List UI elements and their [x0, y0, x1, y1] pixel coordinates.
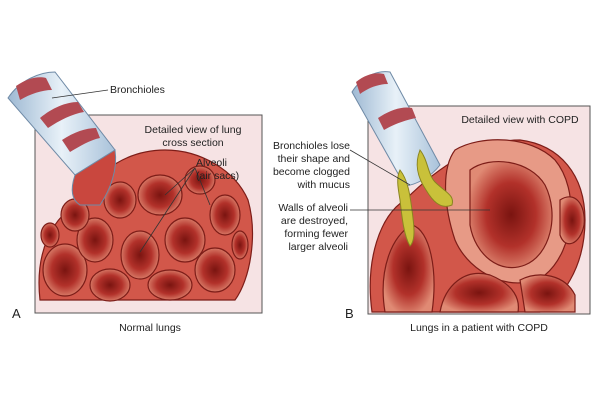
leader-alveoli-a-1 — [164, 167, 196, 196]
label-walls-b-line3: forming fewer — [284, 228, 348, 240]
label-bronchioles-b-line3: become clogged — [272, 166, 350, 178]
label-alveoli-a-line1: Alveoli — [196, 157, 227, 169]
label-walls-b-line2: are destroyed, — [280, 215, 348, 227]
label-bronchioles-a: Bronchioles — [110, 84, 165, 96]
caption-b: Lungs in a patient with COPD — [410, 322, 548, 334]
label-alveoli-a-line2: (air sacs) — [196, 170, 240, 182]
panel-b — [349, 71, 591, 315]
mucus-plug — [397, 149, 454, 247]
alveoli-cluster-normal — [38, 149, 253, 302]
bronchiole-tube-a — [7, 71, 117, 206]
box-title-a-line2: cross section — [162, 137, 224, 149]
panel-letter-b: B — [345, 306, 354, 321]
label-walls-b-line1: Walls of alveoli — [278, 202, 348, 214]
leader-bronchioles-a — [51, 89, 109, 99]
label-walls-b-line4: larger alveoli — [288, 241, 348, 253]
leader-alveoli-a-2 — [139, 167, 196, 253]
label-bronchioles-b-line1: Bronchioles lose — [272, 140, 350, 152]
label-bronchioles-b-line4: with mucus — [297, 179, 350, 191]
label-bronchioles-b-line2: their shape and — [277, 153, 350, 165]
leader-bronchioles-b — [349, 149, 411, 186]
caption-a: Normal lungs — [119, 322, 181, 334]
panel-letter-a: A — [12, 306, 21, 321]
box-title-b: Detailed view with COPD — [461, 114, 579, 126]
box-title-a-line1: Detailed view of lung — [144, 124, 242, 136]
leader-alveoli-a-3 — [194, 167, 211, 206]
panel-a — [7, 71, 263, 314]
